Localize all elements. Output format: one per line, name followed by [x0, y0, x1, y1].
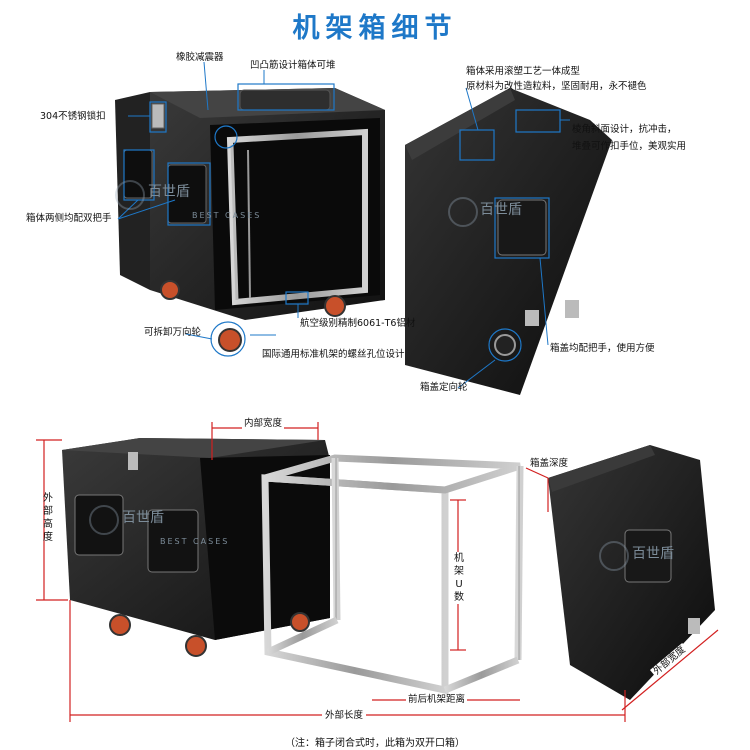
watermark-sub: BEST CASES	[160, 537, 230, 546]
dim-rack-u: 机 架 U 数	[452, 552, 466, 604]
dim-outer-length: 外部长度	[322, 710, 367, 722]
label-stack: 堆叠可作扣手位，美观实用	[572, 141, 687, 152]
watermark-brand: 百世盾	[122, 510, 164, 526]
page-title: 机架箱细节	[292, 13, 458, 44]
label-rotomold: 箱体采用滚塑工艺一体成型	[466, 66, 581, 77]
label-rib-design: 凹凸筋设计箱体可堆	[250, 60, 336, 71]
callout-lines	[117, 61, 570, 389]
label-aluminum: 航空级别精制6061-T6铝材	[300, 318, 416, 329]
watermark-sub: BEST CASES	[192, 211, 262, 220]
bottom-rack-frame	[261, 454, 524, 695]
label-lid-handles: 箱盖均配把手，使用方便	[550, 343, 655, 354]
label-material: 原材料为改性造粒料，坚固耐用，永不褪色	[466, 81, 647, 92]
watermark-brand: 百世盾	[148, 184, 190, 200]
label-lock: 304不锈钢锁扣	[40, 111, 106, 122]
label-bevel: 棱角斜面设计，抗冲击，	[572, 124, 677, 135]
dim-outer-height: 外 部 高 度	[43, 493, 53, 543]
callout-frames	[123, 83, 561, 362]
label-rack-holes: 国际通用标准机架的螺丝孔位设计	[262, 349, 405, 360]
label-rubber-shock: 橡胶减震器	[176, 52, 224, 63]
watermark-brand: 百世盾	[480, 202, 522, 218]
top-rack-case	[115, 88, 385, 352]
watermark	[89, 180, 629, 571]
footnote: （注：箱子闭合式时，此箱为双开口箱）	[285, 738, 465, 749]
label-caster: 可拆卸万向轮	[144, 327, 202, 338]
label-handles: 箱体两侧均配双把手	[26, 213, 112, 224]
watermark-brand: 百世盾	[632, 546, 674, 562]
top-lid	[405, 88, 612, 395]
dim-front-rear-rail: 前后机架距离	[406, 694, 468, 706]
bottom-lid	[548, 445, 715, 700]
dim-inner-width: 内部宽度	[242, 418, 285, 430]
label-lid-wheel: 箱盖定向轮	[420, 382, 468, 393]
dim-lid-depth: 箱盖深度	[530, 458, 569, 469]
